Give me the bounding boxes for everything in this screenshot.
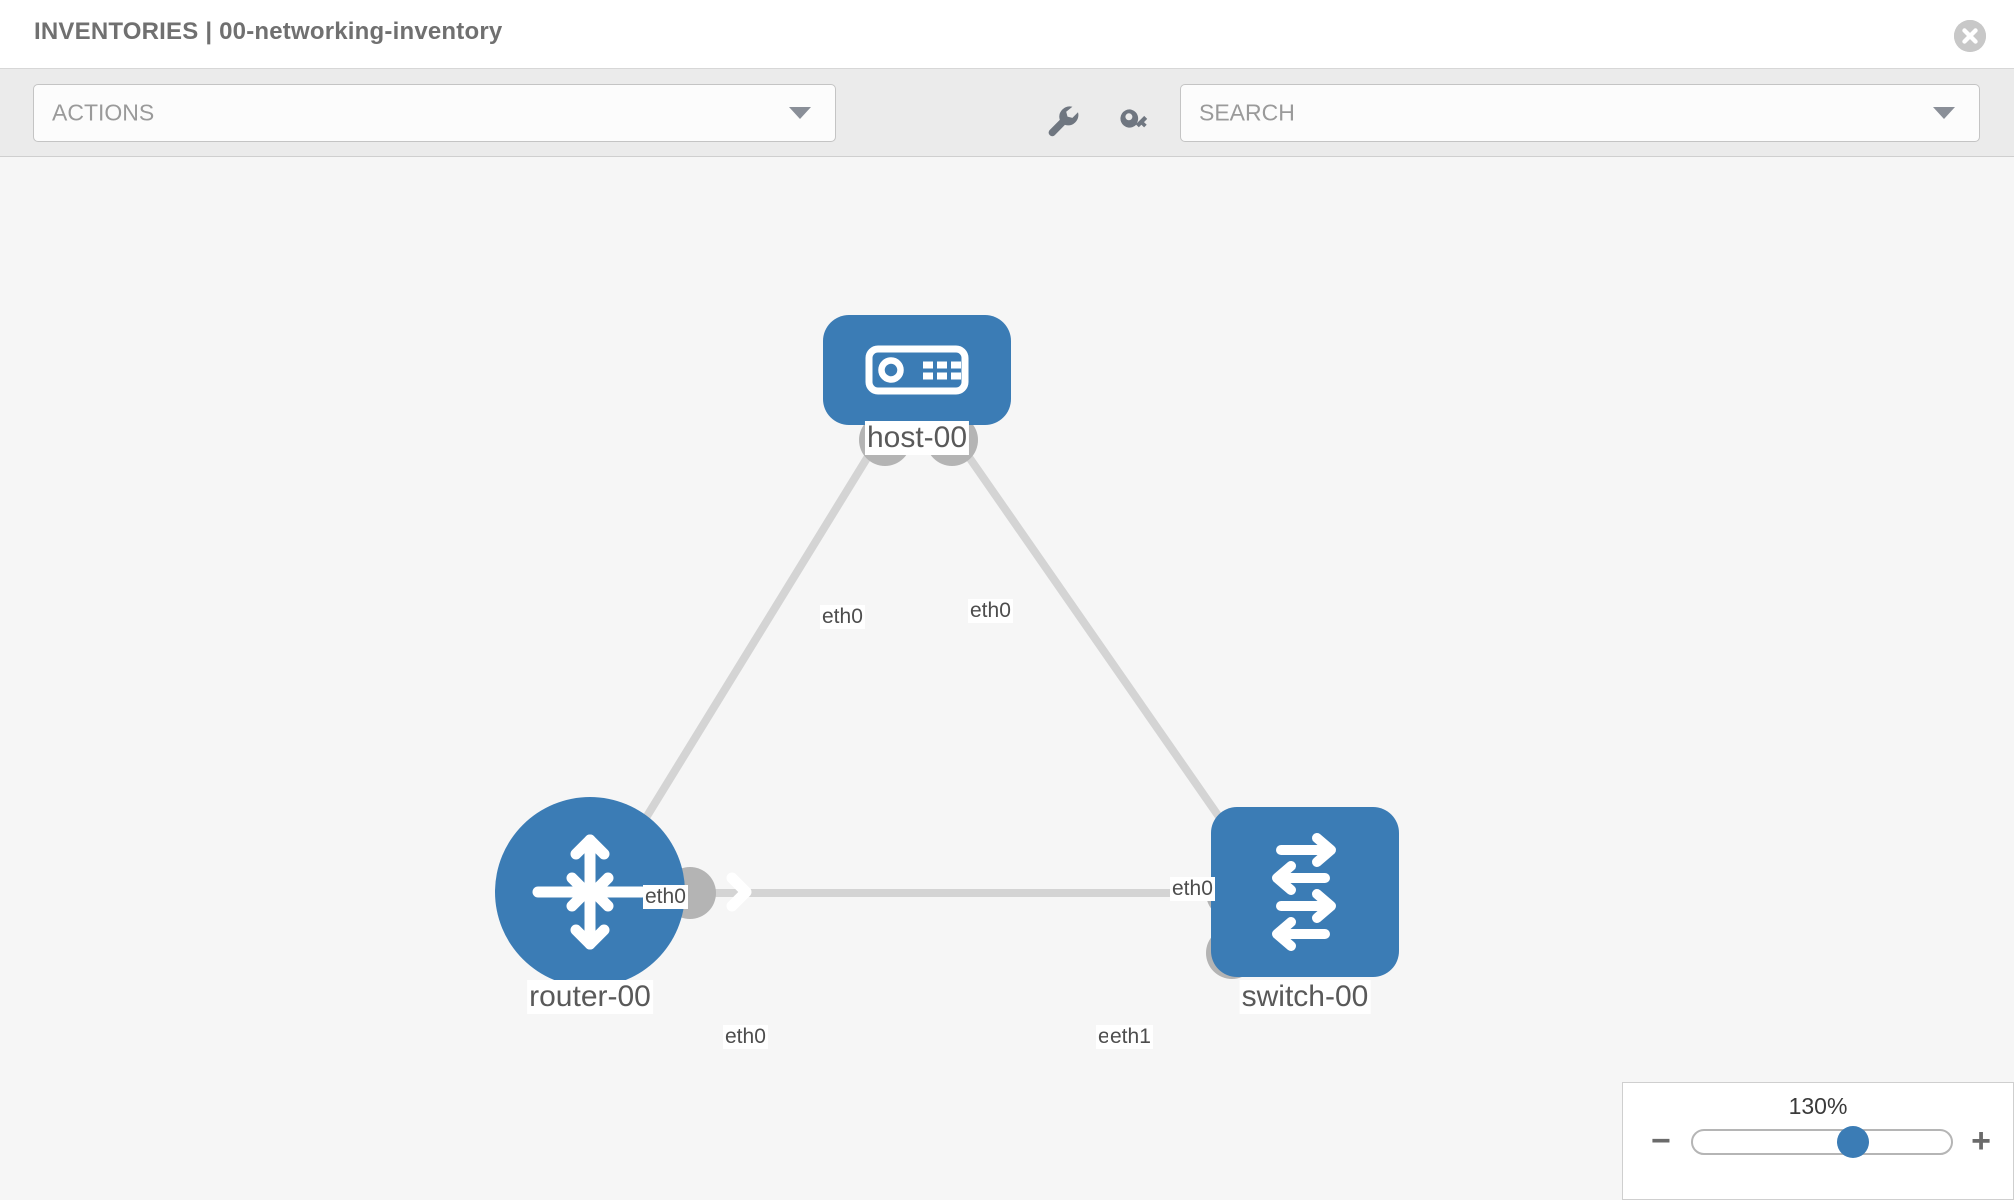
toolbar: ACTIONS SEARCH xyxy=(0,69,2014,157)
close-icon[interactable] xyxy=(1954,20,1986,52)
actions-dropdown-label: ACTIONS xyxy=(52,99,155,126)
node-host-00[interactable] xyxy=(823,315,1011,425)
node-label-switch-00: switch-00 xyxy=(1239,980,1371,1014)
topology-nodes xyxy=(495,315,1399,987)
edge-label-router-eth0-upper: eth0 xyxy=(643,885,688,909)
node-label-host-00: host-00 xyxy=(864,421,970,455)
link-host-switch[interactable] xyxy=(951,433,1244,851)
topology-links xyxy=(624,433,1244,897)
edge-label-switch-eth1: eth1 xyxy=(1108,1025,1153,1049)
zoom-control-panel: 130% − + xyxy=(1622,1082,2014,1200)
link-host-router[interactable] xyxy=(624,433,884,851)
zoom-slider[interactable] xyxy=(1691,1126,1953,1158)
search-field[interactable]: SEARCH xyxy=(1180,84,1980,142)
breadcrumb: INVENTORIES | 00-networking-inventory xyxy=(34,18,503,45)
key-icon[interactable] xyxy=(1116,101,1156,141)
chevron-down-icon xyxy=(1933,107,1955,119)
page-header: INVENTORIES | 00-networking-inventory xyxy=(0,0,2014,69)
wrench-icon[interactable] xyxy=(1043,101,1083,141)
chevron-down-icon xyxy=(789,107,811,119)
edge-label-switch-eth0-upper: eth0 xyxy=(1170,877,1215,901)
node-switch-00[interactable] xyxy=(1211,807,1399,977)
actions-dropdown[interactable]: ACTIONS xyxy=(33,84,836,142)
zoom-in-button[interactable]: + xyxy=(1971,1122,1991,1160)
edge-label-host-eth0-right: eth0 xyxy=(968,599,1013,623)
edge-label-router-eth0: eth0 xyxy=(723,1025,768,1049)
search-placeholder: SEARCH xyxy=(1199,99,1295,126)
edge-label-host-eth0-left: eth0 xyxy=(820,605,865,629)
topology-canvas[interactable]: host-00 router-00 switch-00 eth0 eth0 et… xyxy=(0,157,2014,1200)
zoom-slider-thumb[interactable] xyxy=(1836,1126,1869,1158)
topology-graph xyxy=(495,315,1399,987)
node-label-router-00: router-00 xyxy=(527,980,653,1014)
node-router-00[interactable] xyxy=(495,797,746,987)
zoom-level-value: 130% xyxy=(1788,1093,1848,1119)
zoom-out-button[interactable]: − xyxy=(1651,1122,1671,1160)
